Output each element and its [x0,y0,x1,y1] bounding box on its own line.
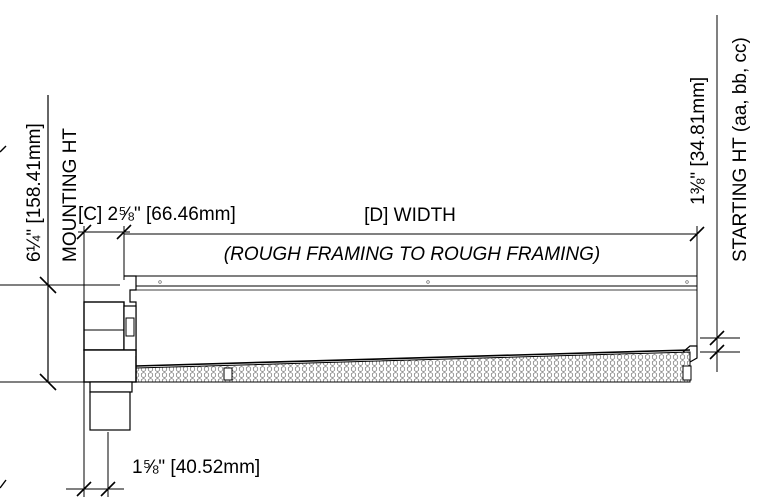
starting-dim-label: 1⅜" [34.81mm] [688,77,709,205]
mounting-height-dimension [0,95,120,391]
mounting-hardware [83,301,137,431]
threshold [135,345,698,383]
mounting-ht-dim-label: 6¼" [158.41mm] [24,123,45,262]
mounting-ht-label: MOUNTING HT [60,128,81,262]
rough-framing-label: (ROUGH FRAMING TO ROUGH FRAMING) [224,244,600,265]
door-panel [124,275,698,356]
starting-height-dimension [700,15,740,372]
bottom-dim-label: 1⅝" [40.52mm] [132,457,260,478]
c-dim-label: [C] 2⅝" [66.46mm] [78,204,236,225]
d-width-label: [D] WIDTH [364,205,456,226]
starting-ht-label: STARTING HT (aa, bb, cc) [730,37,751,262]
bottom-dimension [0,432,124,497]
